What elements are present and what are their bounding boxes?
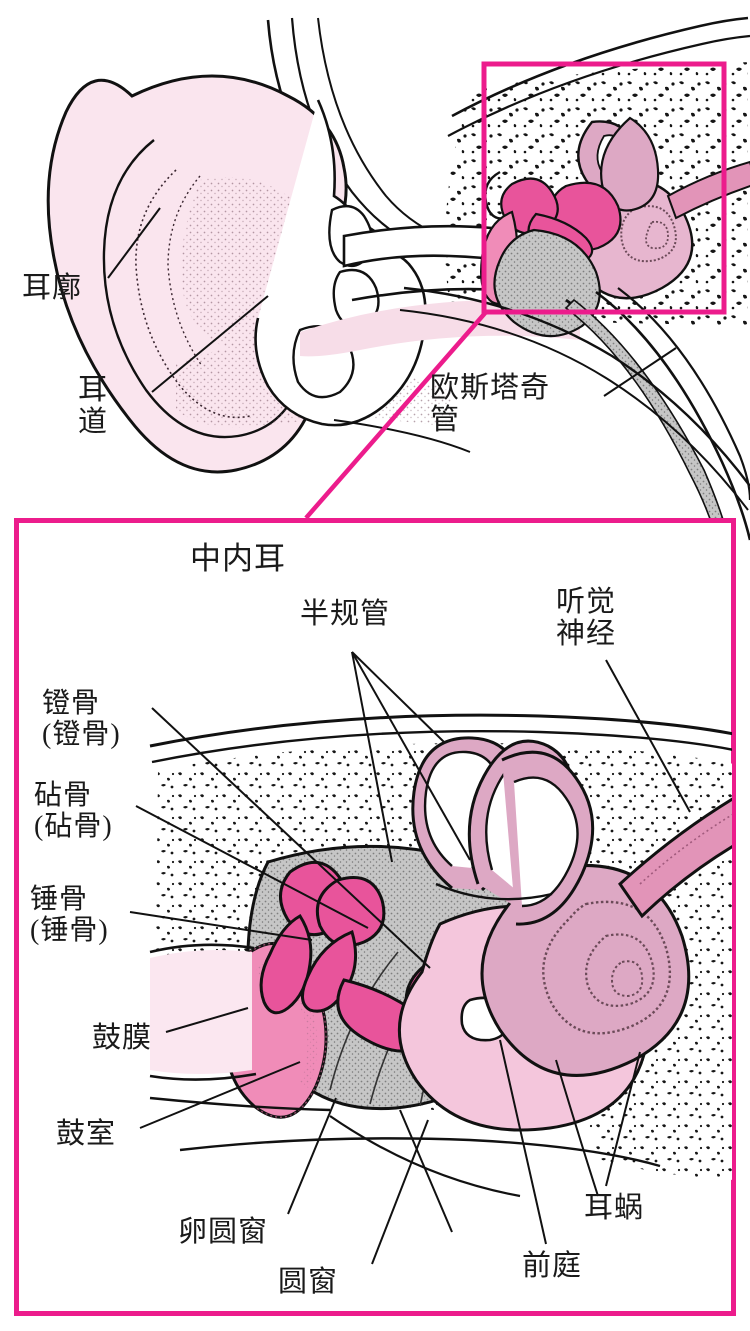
inset-highlight-box: [481, 61, 727, 315]
label-stapes: 镫骨 (镫骨): [42, 688, 121, 751]
label-incus: 砧骨 (砧骨): [34, 780, 113, 843]
bottom-detail-diagram: [14, 518, 736, 1316]
label-vestibule: 前庭: [522, 1250, 583, 1282]
label-semicircular-canals: 半规管: [300, 598, 391, 630]
label-ear-canal: 耳 道: [78, 374, 109, 439]
label-round-window: 圆窗: [278, 1266, 339, 1298]
auditory-nerve-shape: [618, 797, 732, 919]
label-auricle: 耳廓: [22, 272, 83, 304]
leader-lines-bottom: [129, 651, 691, 1265]
leader-lines-top: [107, 207, 677, 397]
label-malleus: 锤骨 (锤骨): [30, 884, 109, 947]
semicircular-canals-shape: [411, 736, 595, 926]
label-eustachian-tube: 欧斯塔奇 管: [430, 372, 551, 437]
inset-connector-line: [304, 310, 488, 520]
top-diagram: [46, 16, 750, 560]
label-eardrum: 鼓膜: [92, 1022, 153, 1054]
label-cochlea: 耳蜗: [584, 1192, 645, 1224]
panel-title-middle-inner-ear: 中内耳: [190, 541, 286, 576]
label-oval-window: 卵圆窗: [178, 1216, 269, 1248]
label-auditory-nerve: 听觉 神经: [556, 586, 617, 651]
label-tympanic-cavity: 鼓室: [56, 1118, 117, 1150]
